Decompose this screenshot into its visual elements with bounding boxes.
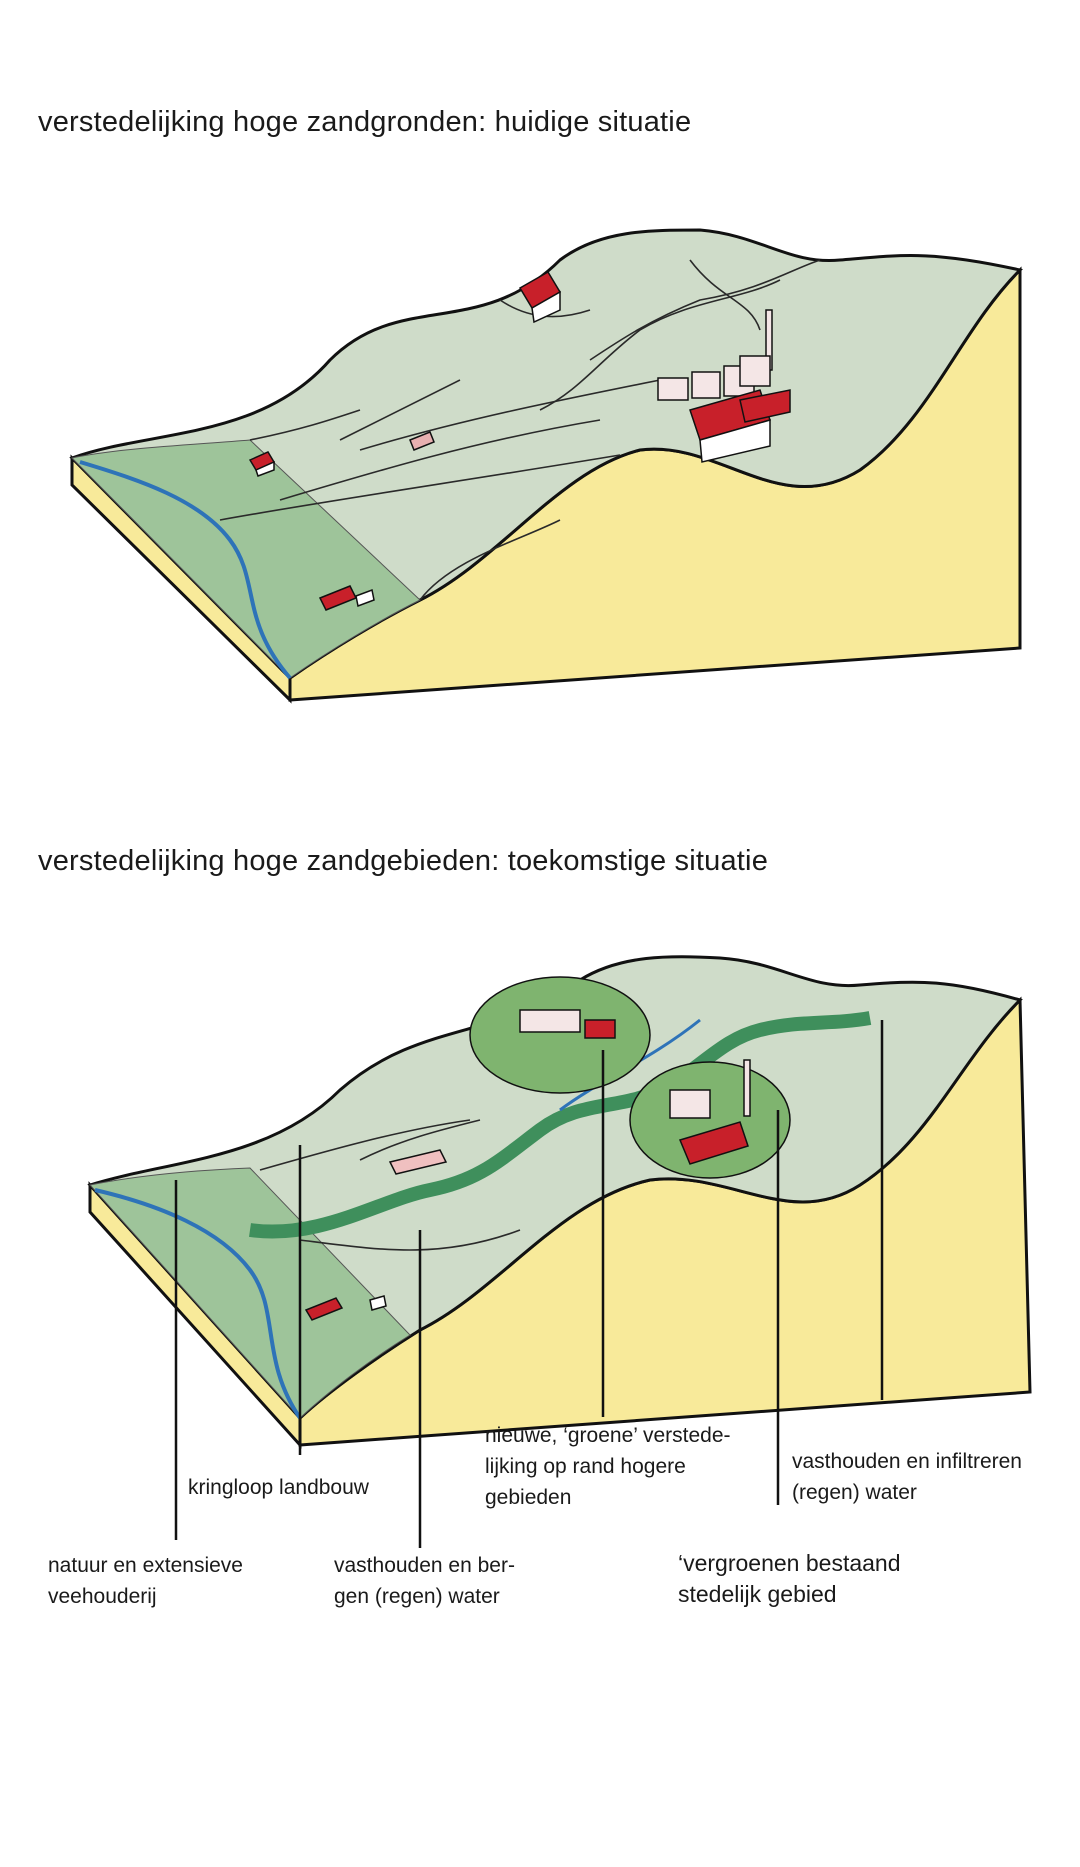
terrain-block-current	[69, 228, 1023, 704]
meadow-lowland	[70, 439, 421, 679]
label-kringloop: kringloop landbouw	[188, 1476, 369, 1499]
river-future	[94, 1188, 302, 1420]
title-current-situation: verstedelijking hoge zandgronden: huidig…	[38, 106, 692, 138]
label-natuur: natuur en extensieve veehouderij	[48, 1554, 243, 1608]
greened-existing-town	[629, 1059, 791, 1179]
green-water-corridor	[249, 1011, 872, 1239]
meadow-lowland-future	[89, 1167, 411, 1419]
title-future-situation: verstedelijking hoge zandgebieden: toeko…	[38, 845, 769, 877]
label-vasthouden-bergen: vasthouden en ber- gen (regen) water	[334, 1554, 515, 1608]
green-new-urbanisation	[469, 976, 651, 1094]
field-lines	[219, 259, 821, 601]
label-vergroenen: ‘vergroenen bestaand stedelijk gebied	[678, 1550, 901, 1607]
label-vasthouden-infiltreren: vasthouden en infiltreren (regen) water	[792, 1450, 1022, 1504]
label-leader-lines	[174, 1020, 884, 1548]
town-existing	[657, 309, 791, 463]
farm-buildings-future	[304, 1149, 448, 1321]
farm-buildings	[248, 270, 562, 611]
river-current	[79, 460, 292, 680]
field-lines-future	[259, 1119, 521, 1251]
label-nieuwe-groene: nieuwe, ‘groene’ verstede- lijking op ra…	[485, 1424, 731, 1509]
